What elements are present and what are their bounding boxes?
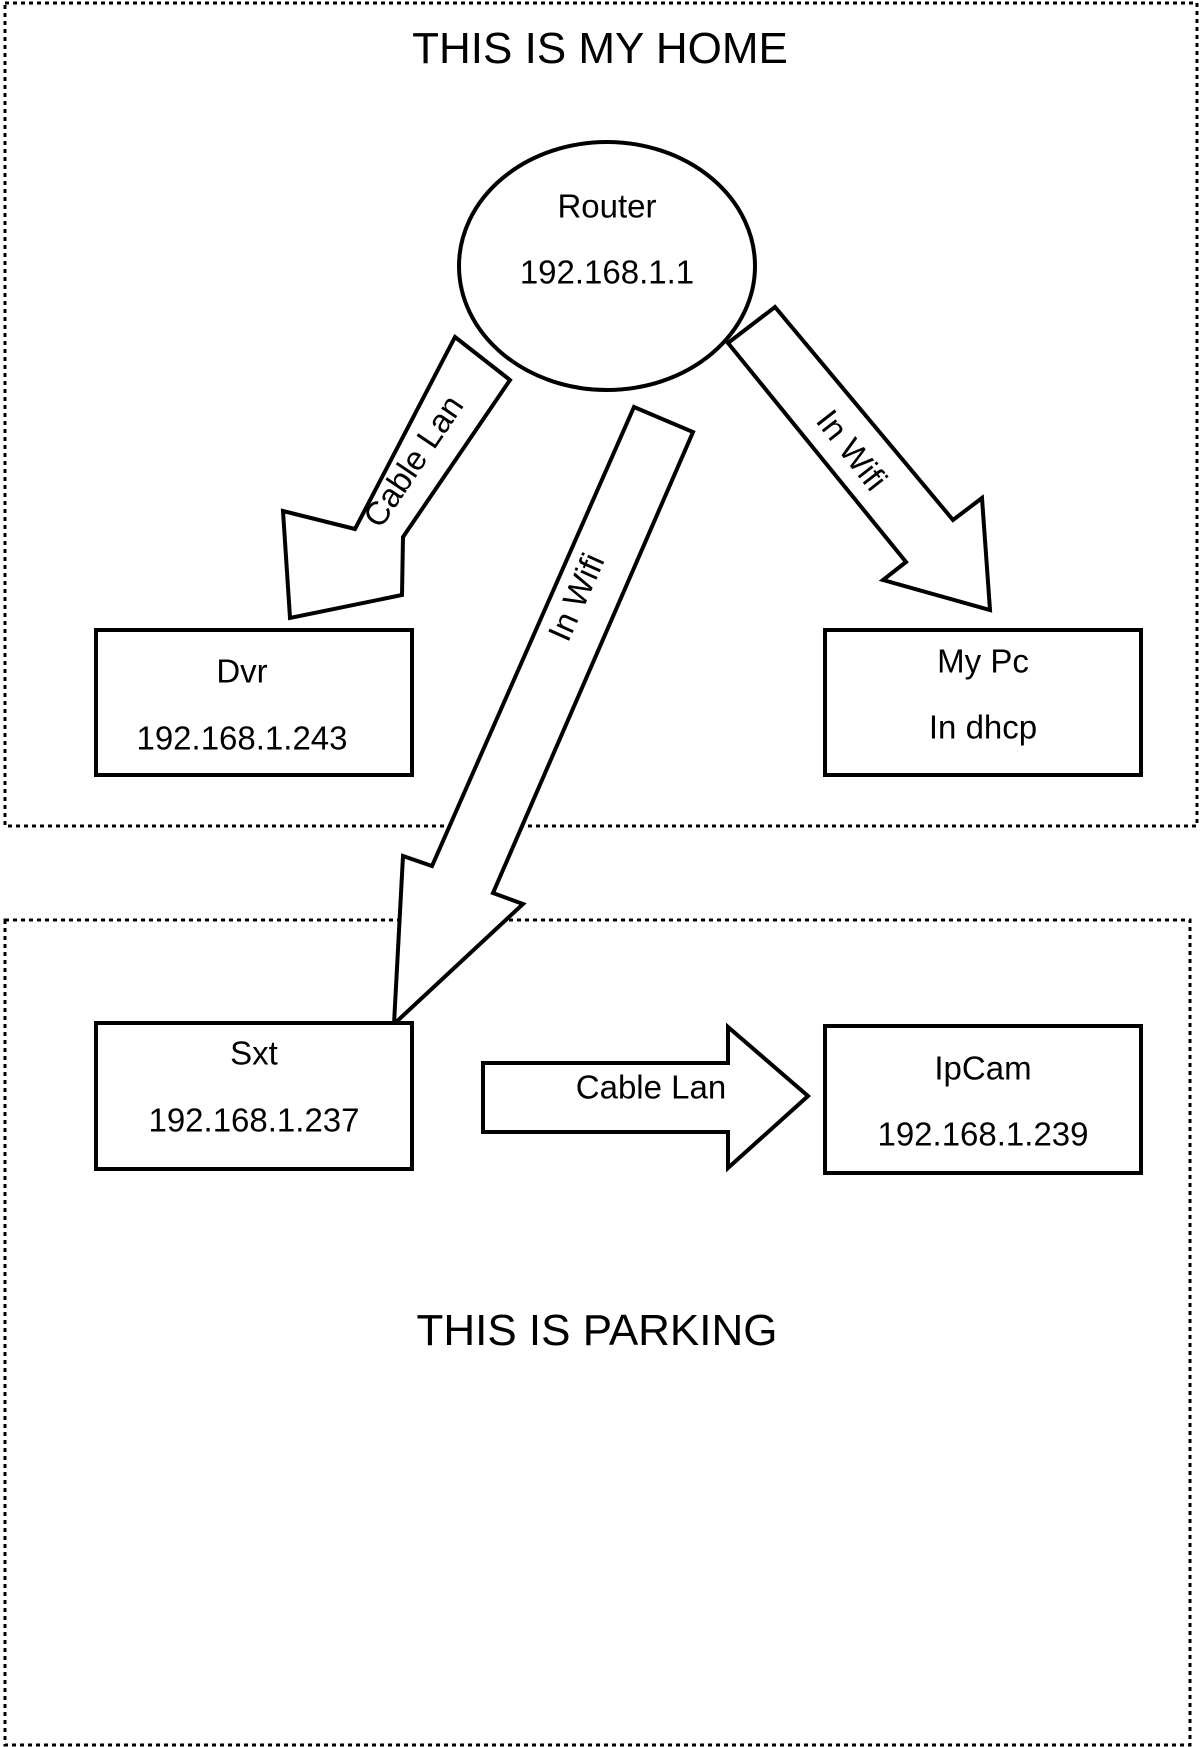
- dvr-name: Dvr: [216, 653, 267, 690]
- parking-zone: [3, 918, 1192, 1747]
- ipcam-address: 192.168.1.239: [877, 1116, 1088, 1153]
- home-zone: [3, 1, 1199, 828]
- edge-router-to-mypc-arrow: [725, 304, 993, 613]
- router-name: Router: [557, 188, 656, 225]
- ipcam-node: [823, 1024, 1143, 1175]
- edge-router-to-dvr-arrow: [280, 333, 513, 621]
- router-node: [457, 140, 757, 392]
- mypc-address: In dhcp: [929, 709, 1037, 746]
- dvr-address: 192.168.1.243: [136, 720, 347, 757]
- parking-zone-title: THIS IS PARKING: [416, 1306, 777, 1355]
- edge-router-to-sxt-arrow: [391, 404, 696, 1029]
- home-zone-title: THIS IS MY HOME: [412, 24, 788, 73]
- router-address: 192.168.1.1: [520, 254, 694, 291]
- mypc-node: [823, 628, 1143, 777]
- sxt-address: 192.168.1.237: [148, 1102, 359, 1139]
- edge-sxt-to-ipcam-arrow: [481, 1022, 812, 1173]
- edge-sxt-to-ipcam-label: Cable Lan: [576, 1069, 726, 1106]
- mypc-name: My Pc: [937, 643, 1029, 680]
- ipcam-name: IpCam: [934, 1050, 1031, 1087]
- sxt-name: Sxt: [230, 1035, 278, 1072]
- dvr-node: [94, 628, 414, 777]
- sxt-node: [94, 1021, 414, 1171]
